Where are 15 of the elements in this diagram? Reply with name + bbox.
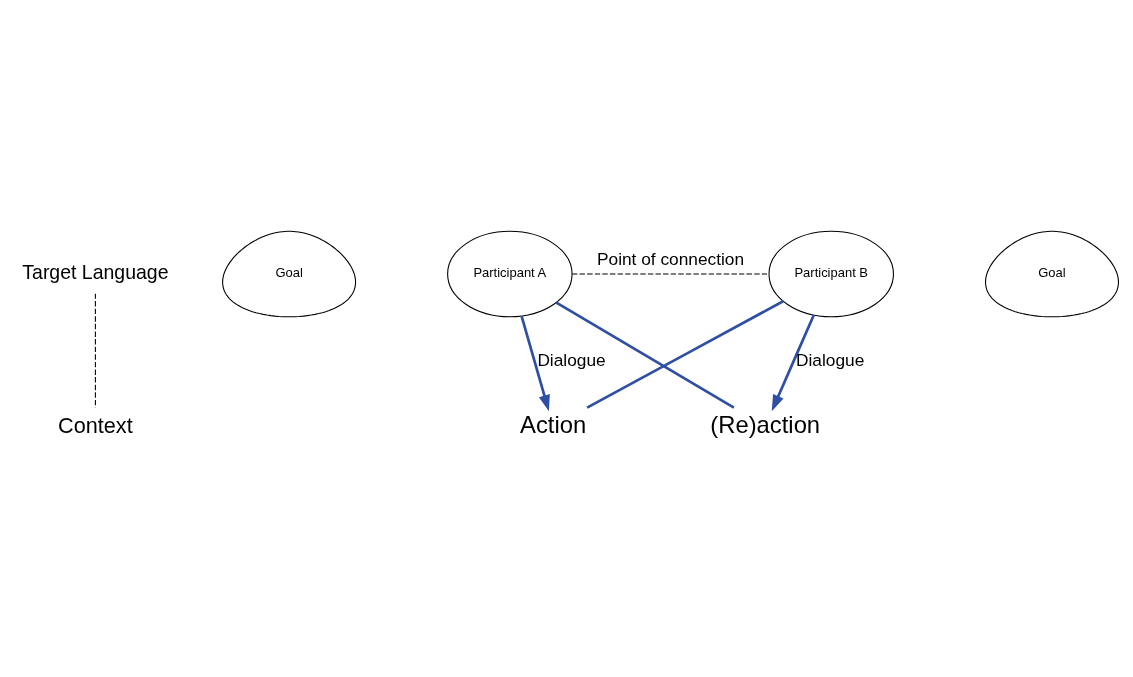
- edge-label: Dialogue: [796, 349, 865, 370]
- connector: [571, 273, 770, 275]
- node-text: Action: [520, 410, 587, 438]
- arrow: [520, 315, 550, 411]
- edge-label: Dialogue: [537, 349, 606, 370]
- connector: [586, 299, 784, 409]
- node-text: (Re)action: [710, 410, 821, 438]
- arrow: [771, 314, 815, 411]
- node-ellipse: Participant A: [447, 230, 573, 317]
- node-ellipse: Participant B: [768, 230, 894, 317]
- connector: [555, 301, 735, 409]
- edge-label: Point of connection: [596, 248, 745, 269]
- node-text: Target Language: [22, 260, 169, 283]
- node-text: Context: [58, 412, 133, 438]
- connector: [94, 292, 96, 408]
